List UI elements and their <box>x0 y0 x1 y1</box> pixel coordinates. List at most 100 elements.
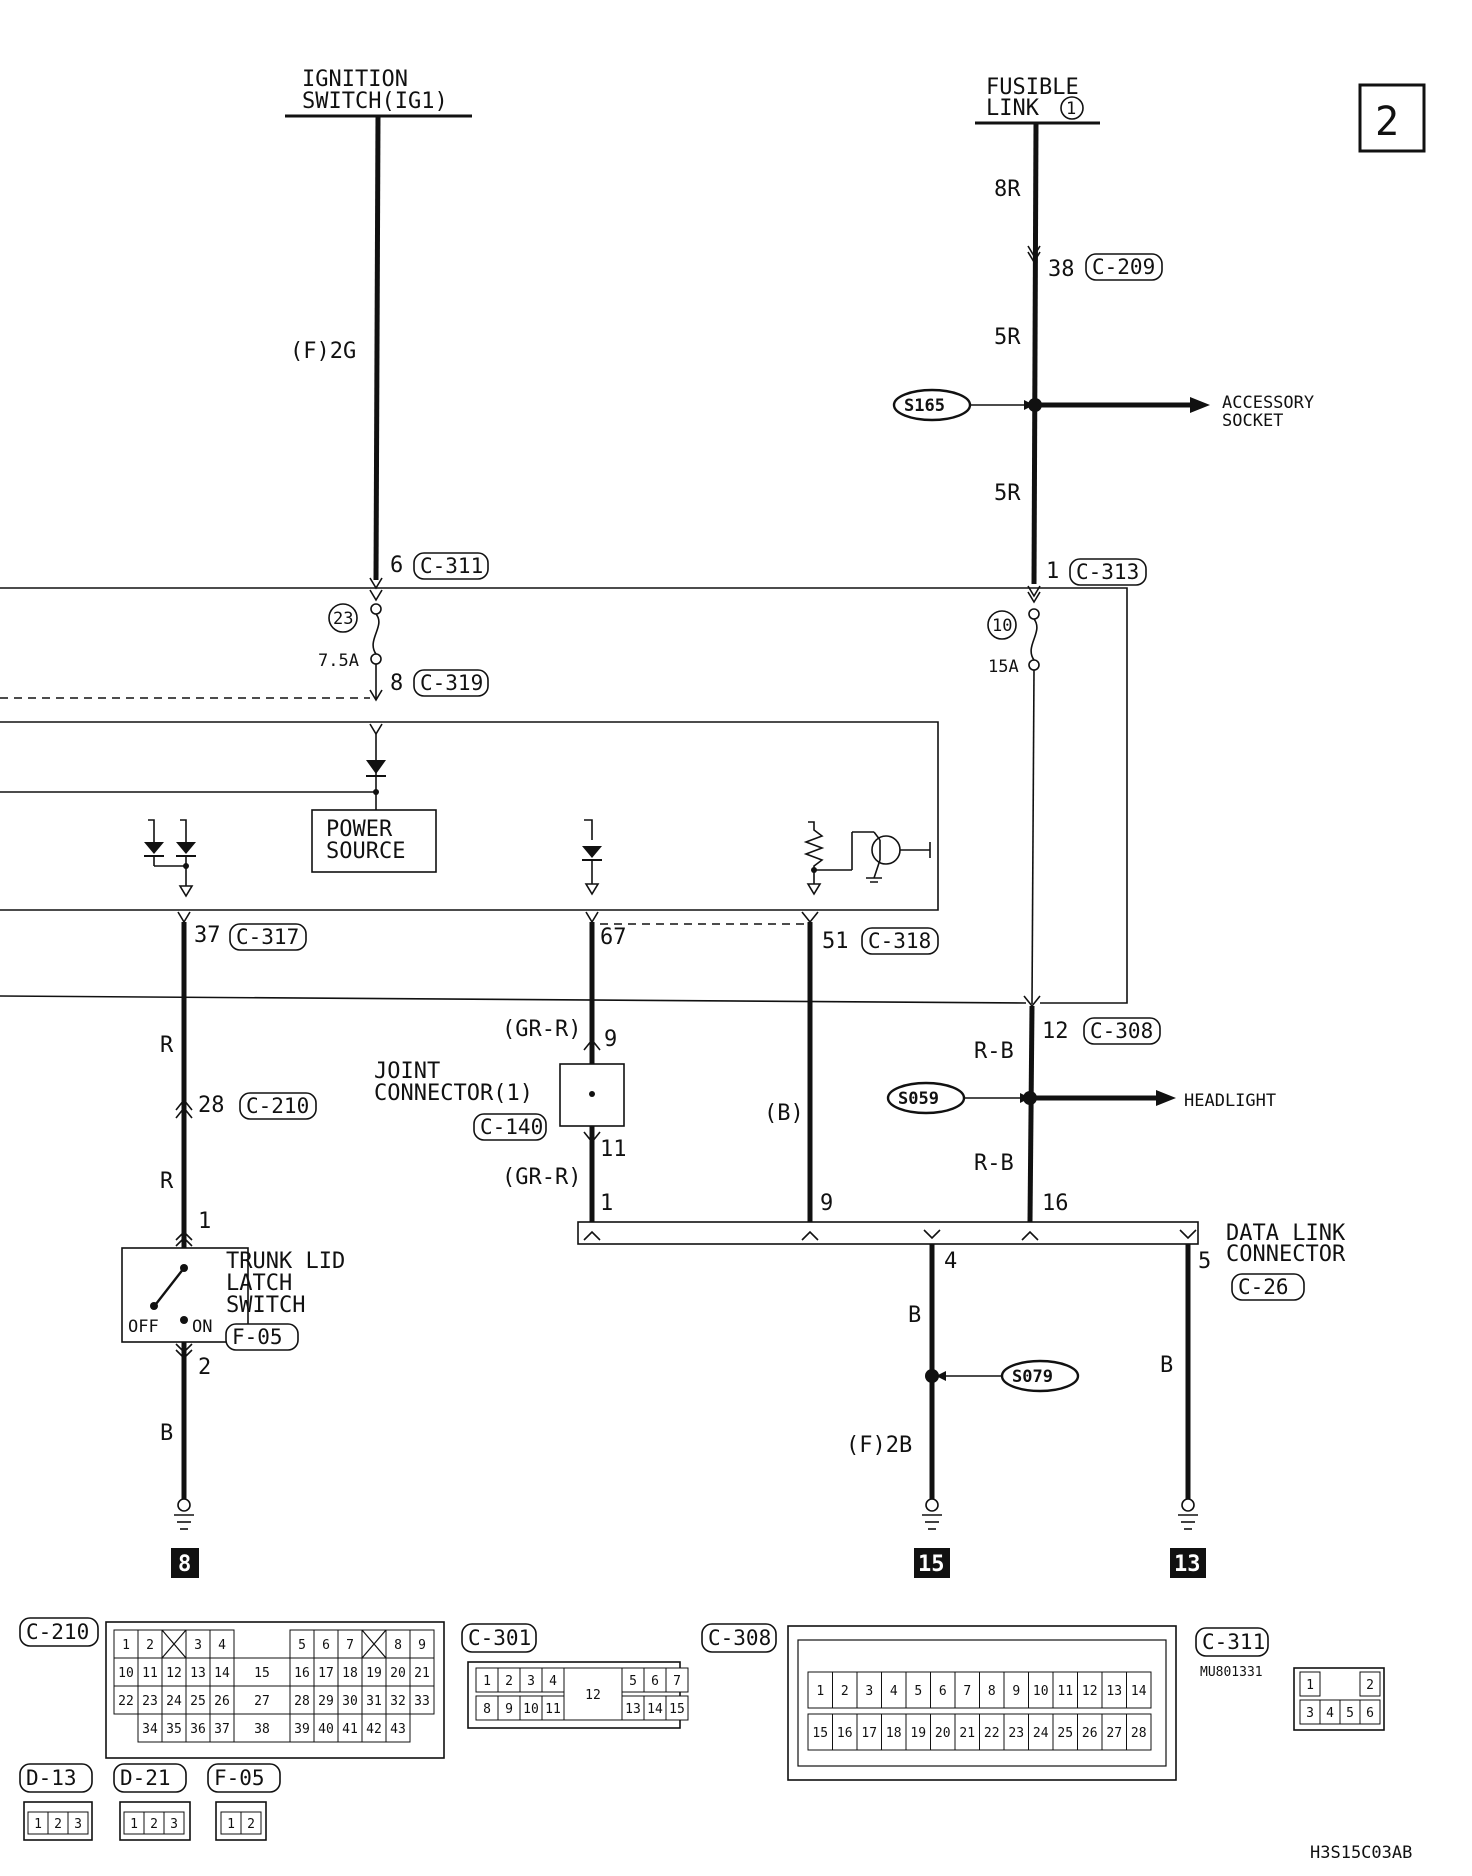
pin-cell <box>905 1671 931 1709</box>
c318-pin-67: 67 <box>600 925 627 950</box>
accessory-label-1: ACCESSORY <box>1222 393 1314 413</box>
pin-number: 10 <box>1033 1684 1049 1699</box>
pin-cell <box>163 1811 185 1835</box>
control-unit-outline <box>0 721 939 911</box>
power-source-label-1: POWER <box>326 817 393 842</box>
c313-terminal-mark <box>1027 585 1041 604</box>
svg-text:C-26: C-26 <box>1238 1275 1289 1299</box>
pin-number: 31 <box>366 1694 382 1709</box>
pin-cell <box>665 1695 689 1721</box>
pin-number: 2 <box>54 1817 62 1832</box>
pin-number: 7 <box>673 1674 681 1689</box>
c209-terminal-mark <box>1027 245 1041 264</box>
pin-number: 9 <box>1012 1684 1020 1699</box>
pin-number: 40 <box>318 1722 334 1737</box>
pin-number: 33 <box>414 1694 430 1709</box>
svg-text:D-13: D-13 <box>26 1766 77 1790</box>
trunk-pin1-mark <box>175 1230 193 1247</box>
pin-number: 27 <box>1106 1726 1122 1741</box>
fusible-link-number: 1 <box>1066 99 1076 119</box>
pin-number: 21 <box>959 1726 975 1741</box>
svg-text:C-318: C-318 <box>868 929 931 953</box>
pin-cell <box>954 1671 980 1709</box>
pin-number: 34 <box>142 1722 158 1737</box>
c319-terminal-mark <box>369 689 383 702</box>
pin-number: 23 <box>142 1694 158 1709</box>
pin-cell <box>1052 1713 1078 1751</box>
ground-13-number: 13 <box>1174 1552 1201 1577</box>
c311-ref-badge: C-311 <box>413 552 489 580</box>
pin-number: 28 <box>294 1694 310 1709</box>
pin-number: 2 <box>247 1817 255 1832</box>
fuse10-icon <box>1030 618 1038 661</box>
pin-cell <box>209 1629 235 1659</box>
c317-pin: 37 <box>194 923 221 948</box>
pin-number: 2 <box>1366 1678 1374 1693</box>
pin-number: 9 <box>418 1638 426 1653</box>
svg-text:C-301: C-301 <box>468 1626 531 1650</box>
pin-number: 4 <box>1326 1706 1334 1721</box>
fuse23-terminal-bottom <box>370 653 382 665</box>
c311-terminal-mark <box>369 577 383 602</box>
pin-cell <box>137 1657 163 1687</box>
headlight-label: HEADLIGHT <box>1184 1091 1276 1111</box>
pin-cell <box>1003 1713 1029 1751</box>
svg-text:S059: S059 <box>898 1089 939 1109</box>
dlc-pin-16: 16 <box>1042 1191 1069 1216</box>
svg-text:S165: S165 <box>904 396 945 416</box>
pin-cell <box>807 1671 833 1709</box>
svg-text:C-319: C-319 <box>420 671 483 695</box>
headlight-feed-wire <box>1027 1005 1035 1223</box>
image-code: H3S15C03AB <box>1310 1843 1412 1863</box>
svg-text:10: 10 <box>992 616 1012 636</box>
pin-number: 23 <box>1008 1726 1024 1741</box>
pin-cell <box>665 1667 689 1693</box>
c319-ref-badge: C-319 <box>413 669 489 697</box>
c318-terminal-b-mark <box>801 911 819 924</box>
pin-number: 25 <box>1057 1726 1073 1741</box>
pin-number: 10 <box>118 1666 134 1681</box>
trunk-wire-color-lower: R <box>160 1169 174 1194</box>
pin-number: 2 <box>841 1684 849 1699</box>
pin-number: 3 <box>1306 1706 1314 1721</box>
dlc4-wire-color-upper: B <box>908 1303 921 1328</box>
pin-number: 39 <box>294 1722 310 1737</box>
pin-number: 1 <box>122 1638 130 1653</box>
dlc5-wire-color: B <box>1160 1353 1173 1378</box>
pin-number: 42 <box>366 1722 382 1737</box>
pin-cell <box>361 1657 387 1687</box>
svg-text:F-05: F-05 <box>214 1766 265 1790</box>
pin-number: 12 <box>166 1666 182 1681</box>
pin-cell <box>1003 1671 1029 1709</box>
b-wire-color: (B) <box>764 1101 804 1126</box>
dlc-pin-5: 5 <box>1198 1249 1211 1274</box>
pin-number: 15 <box>669 1702 685 1717</box>
ignition-wire <box>373 115 381 581</box>
power-source-label-2: SOURCE <box>326 839 405 864</box>
c311-part-number: MU801331 <box>1200 1665 1263 1680</box>
trunk-wire-color-upper: R <box>160 1033 174 1058</box>
trunk-switch-off-label: OFF <box>128 1317 159 1337</box>
pin-cell <box>979 1713 1005 1751</box>
fuse10-terminal-top <box>1028 608 1040 620</box>
pin-cell <box>1101 1671 1127 1709</box>
fl-wire-color-mid: 5R <box>994 325 1021 350</box>
svg-text:S079: S079 <box>1012 1367 1053 1387</box>
pin-number: 9 <box>505 1702 513 1717</box>
trunk-switch-ref-badge: F-05 <box>225 1323 299 1351</box>
pin-cell <box>385 1713 411 1743</box>
fuse23-icon <box>372 613 380 655</box>
s079-splice-badge: S079 <box>1000 1359 1080 1393</box>
svg-text:C-311: C-311 <box>1202 1630 1265 1654</box>
pin-cell <box>881 1671 907 1709</box>
pin-number: 5 <box>298 1638 306 1653</box>
trunk-switch-on-label: ON <box>192 1317 212 1337</box>
pin-number: 41 <box>342 1722 358 1737</box>
c318-pin-51: 51 <box>822 929 849 954</box>
pin-cell <box>240 1811 262 1835</box>
dlc-pin-1: 1 <box>600 1191 613 1216</box>
c318-terminal-a-mark <box>585 911 599 924</box>
pin-number: 3 <box>865 1684 873 1699</box>
